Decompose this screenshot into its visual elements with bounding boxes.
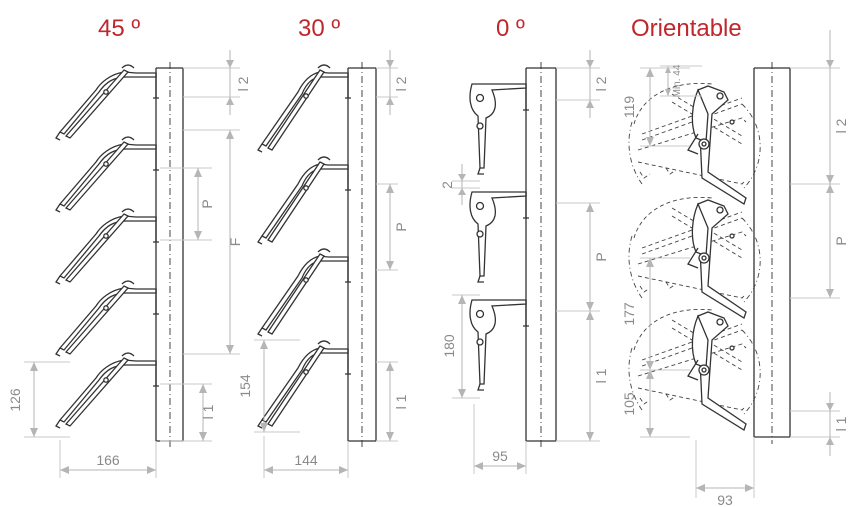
dimensions-orientable: Min. 44 119 l 2 P l 1 177 xyxy=(621,30,849,507)
dim-45-p: P xyxy=(199,199,215,208)
dim-45-166: 166 xyxy=(96,452,120,468)
dim-45-l2: l 2 xyxy=(235,76,251,91)
dim-0-l1: l 1 xyxy=(593,368,609,383)
louver-orientable xyxy=(628,62,791,444)
louver-45 xyxy=(55,62,184,448)
dim-0-p: P xyxy=(593,252,609,261)
dim-0-180: 180 xyxy=(441,334,457,358)
dim-30-l1: l 1 xyxy=(393,394,409,409)
dim-orientable-p: P xyxy=(833,236,849,245)
dim-orientable-93: 93 xyxy=(717,492,733,507)
dim-orientable-177: 177 xyxy=(621,302,637,326)
dim-0-gap: 2 xyxy=(439,181,455,189)
dim-0-95: 95 xyxy=(492,448,508,464)
dim-30-l2: l 2 xyxy=(393,76,409,91)
louver-0 xyxy=(469,62,557,448)
dim-30-p: P xyxy=(393,222,409,231)
title-0-degrees: 0 º xyxy=(496,15,525,42)
louver-30 xyxy=(257,62,377,448)
title-45-degrees: 45 º xyxy=(98,15,140,42)
dimensions-0: l 2 P l 1 2 180 95 xyxy=(439,50,609,474)
dimensions-45: l 2 F P l 1 126 166 xyxy=(7,50,251,478)
title-orientable: Orientable xyxy=(631,15,742,42)
dim-45-126: 126 xyxy=(7,388,23,412)
dimensions-30: l 2 P l 1 154 144 xyxy=(237,50,409,478)
dim-orientable-105: 105 xyxy=(621,392,637,416)
dim-orientable-min: Min. 44 xyxy=(672,64,683,97)
dim-orientable-l2: l 2 xyxy=(833,118,849,133)
dim-45-f: F xyxy=(227,238,243,247)
dim-45-l1: l 1 xyxy=(200,404,216,419)
dim-orientable-l1: l 1 xyxy=(833,416,849,431)
dim-30-154: 154 xyxy=(237,374,253,398)
dim-30-144: 144 xyxy=(294,452,318,468)
dim-0-l2: l 2 xyxy=(593,76,609,91)
title-30-degrees: 30 º xyxy=(298,15,340,42)
dim-orientable-119: 119 xyxy=(621,96,637,119)
